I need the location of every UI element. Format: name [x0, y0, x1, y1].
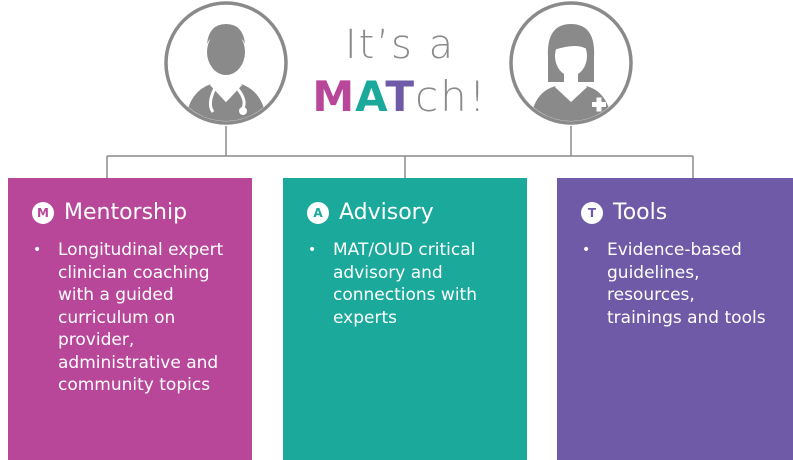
male-doctor-icon	[164, 1, 288, 125]
mentorship-badge: M	[32, 201, 54, 224]
female-nurse-icon	[509, 1, 633, 125]
tools-card: T Tools Evidence-based guidelines, resou…	[557, 178, 793, 460]
tools-bullet: Evidence-based guidelines, resources, tr…	[582, 239, 772, 329]
title-letter-t: T	[385, 72, 416, 121]
title-rest: ch!	[415, 72, 488, 121]
title-letter-m: M	[312, 72, 356, 121]
title-line-2: MATch!	[300, 72, 500, 121]
advisory-badge: A	[307, 201, 329, 224]
tools-badge: T	[581, 201, 603, 224]
advisory-heading: Advisory	[339, 200, 434, 225]
title-line-1: It’s a	[344, 22, 456, 68]
tools-heading: Tools	[613, 200, 668, 225]
mentorship-heading: Mentorship	[64, 200, 188, 225]
mentorship-card: M Mentorship Longitudinal expert clinici…	[8, 178, 252, 460]
title-letter-a: A	[355, 72, 386, 121]
advisory-bullet: MAT/OUD critical advisory and connection…	[308, 239, 503, 329]
mentorship-bullet: Longitudinal expert clinician coaching w…	[33, 239, 238, 397]
connector-lines	[106, 126, 694, 178]
advisory-card: A Advisory MAT/OUD critical advisory and…	[283, 178, 527, 460]
